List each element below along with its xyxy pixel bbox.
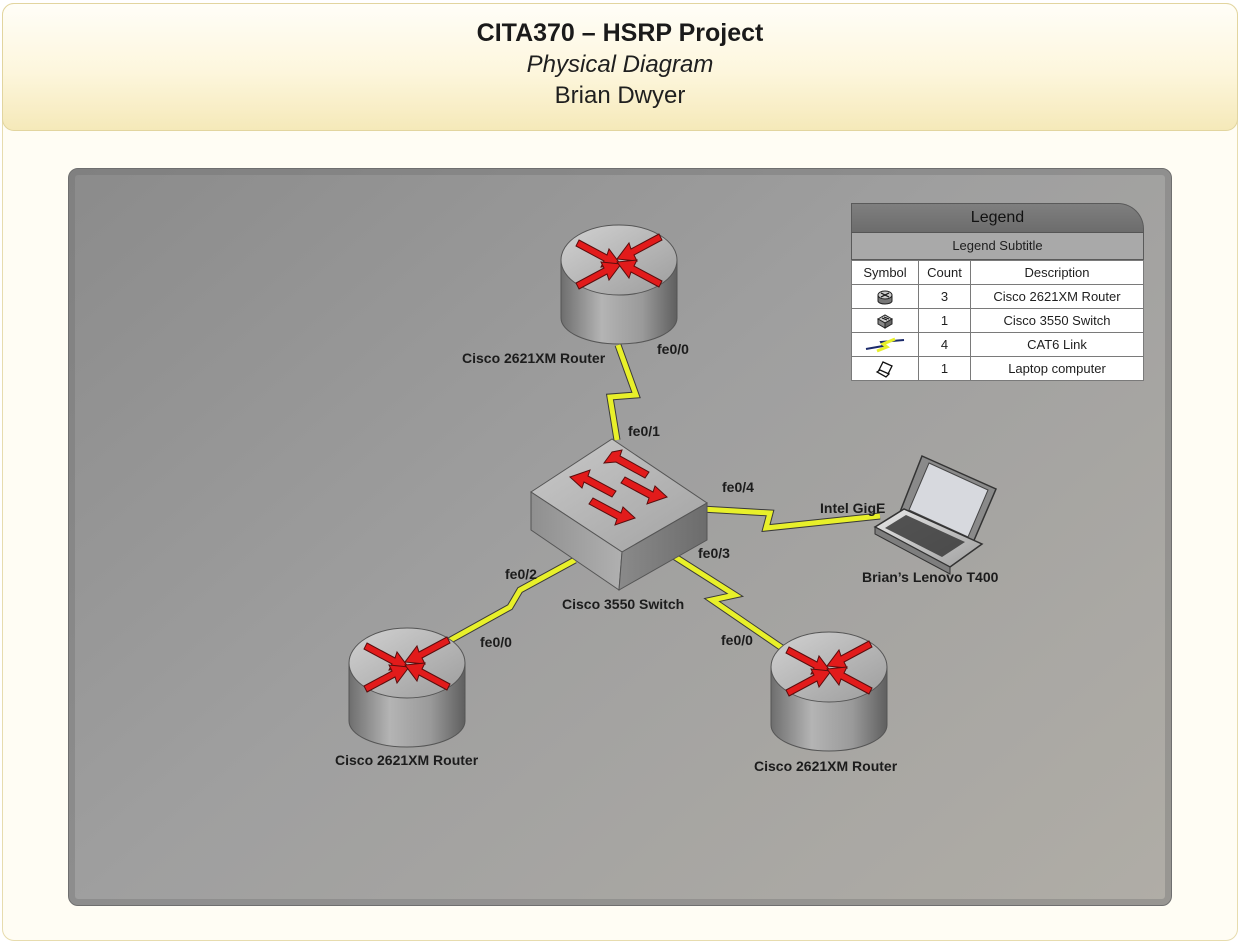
switch-icon [876,313,894,329]
legend: Legend Legend Subtitle Symbol Count Desc… [851,203,1144,390]
switch-label: Cisco 3550 Switch [562,596,685,612]
legend-description: Laptop computer [970,356,1144,381]
port-label-router-top: fe0/0 [657,341,689,357]
legend-count: 3 [918,284,971,309]
port-label-switch-fe1: fe0/1 [628,423,660,439]
router-left-label: Cisco 2621XM Router [335,752,479,768]
port-label-switch-fe2: fe0/2 [505,566,537,582]
legend-row: 1 Laptop computer [851,356,1144,381]
port-label-router-right: fe0/0 [721,632,753,648]
laptop-label: Brian’s Lenovo T400 [862,569,999,585]
router-icon [877,290,893,304]
legend-count: 4 [918,332,971,357]
legend-description: CAT6 Link [970,332,1144,357]
legend-symbol-cell [851,284,919,309]
laptop-icon[interactable] [873,454,997,575]
link-top-router-switch [605,343,641,441]
legend-title: Legend [851,203,1144,232]
router-left-icon[interactable] [348,627,466,748]
cat6-link-icon [865,337,905,352]
link-switch-left-router [445,556,577,646]
legend-col-description: Description [970,260,1144,285]
switch-icon[interactable] [530,438,708,591]
legend-header-row: Symbol Count Description [851,260,1144,285]
link-switch-right-router [670,552,787,653]
legend-subtitle: Legend Subtitle [851,232,1144,260]
page-author: Brian Dwyer [554,82,686,109]
legend-symbol-cell [851,308,919,333]
legend-col-symbol: Symbol [851,260,919,285]
port-label-switch-fe4: fe0/4 [722,479,754,495]
port-label-laptop-nic: Intel GigE [820,500,886,516]
router-right-label: Cisco 2621XM Router [754,758,898,774]
router-top-label: Cisco 2621XM Router [462,350,606,366]
legend-symbol-cell [851,356,919,381]
link-switch-laptop [649,502,881,533]
legend-description: Cisco 3550 Switch [970,308,1144,333]
legend-col-count: Count [918,260,971,285]
legend-description: Cisco 2621XM Router [970,284,1144,309]
port-label-router-left: fe0/0 [480,634,512,650]
port-label-switch-fe3: fe0/3 [698,545,730,561]
page-subtitle: Physical Diagram [526,51,714,78]
legend-count: 1 [918,308,971,333]
legend-table: Symbol Count Description 3 Cisco 2621XM … [851,260,1144,381]
legend-row: 1 Cisco 3550 Switch [851,308,1144,333]
legend-row: 3 Cisco 2621XM Router [851,284,1144,309]
page-title: CITA370 – HSRP Project [476,19,764,47]
laptop-icon [875,360,893,378]
router-top-icon[interactable] [560,224,678,345]
router-right-icon[interactable] [770,631,888,752]
legend-symbol-cell [851,332,919,357]
title-banner: CITA370 – HSRP Project Physical Diagram … [2,3,1238,131]
legend-row: 4 CAT6 Link [851,332,1144,357]
legend-count: 1 [918,356,971,381]
